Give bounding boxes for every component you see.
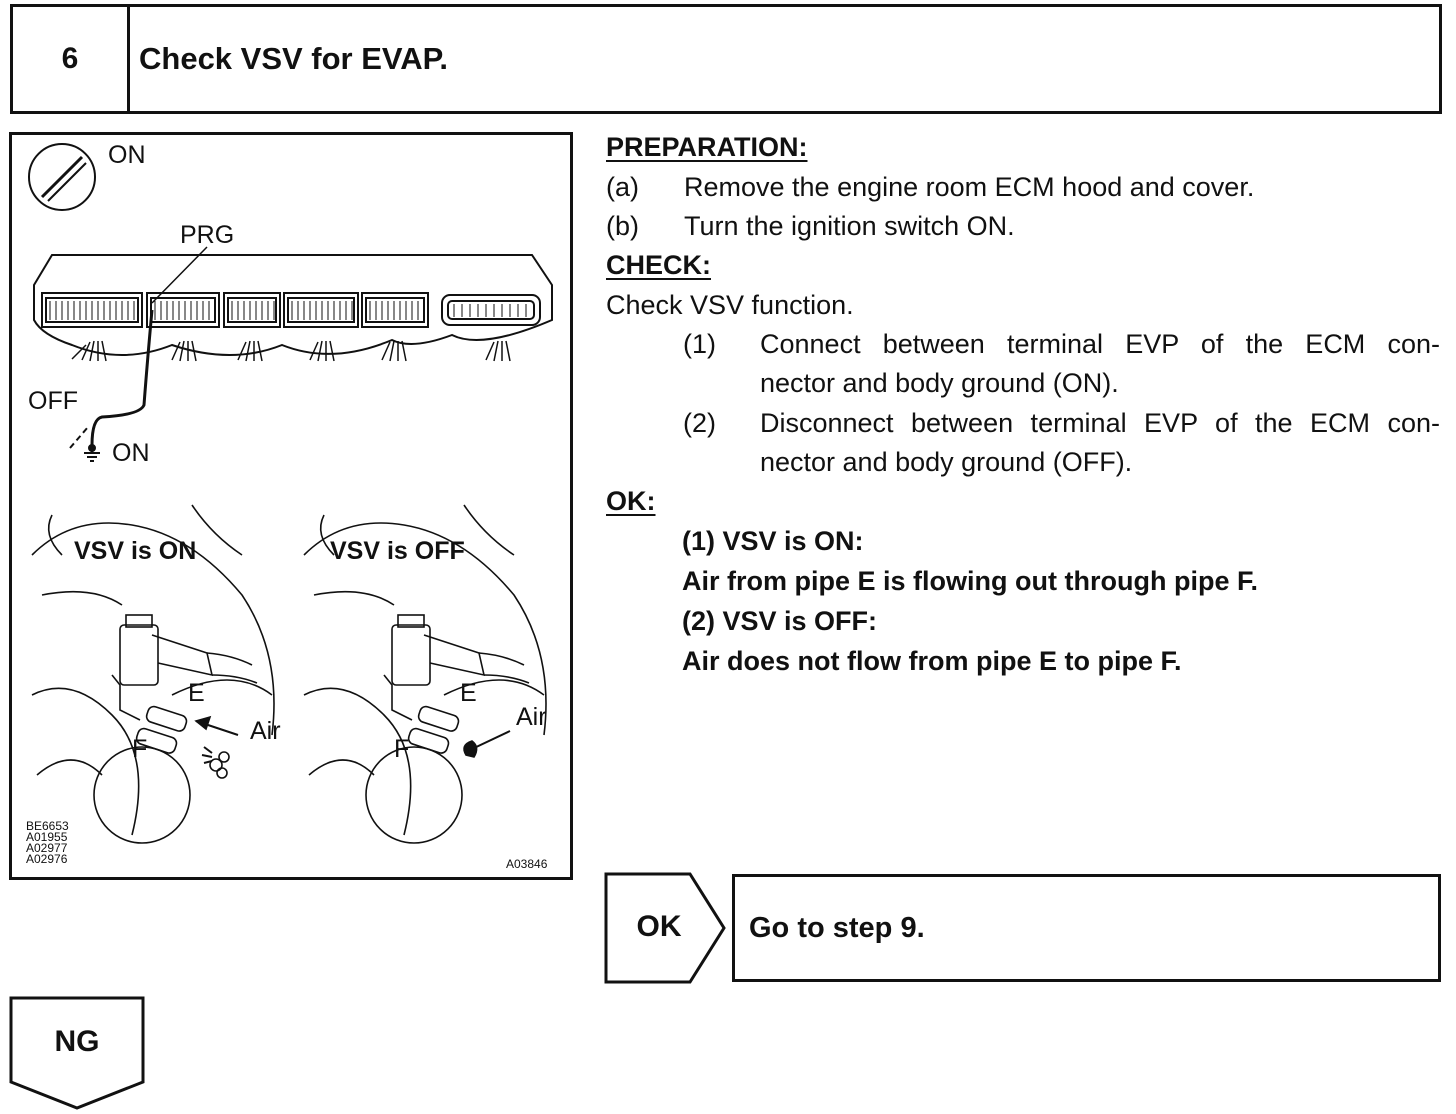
- vsv-on-sketch: [31, 504, 275, 844]
- left-pipe-e-label: E: [188, 679, 205, 707]
- ok-heading: OK:: [606, 486, 656, 516]
- check-text-1-line1: Connect between terminal EVP of the ECM …: [760, 329, 1440, 359]
- switch-on-label: ON: [112, 439, 150, 467]
- jumper-wire: [90, 309, 154, 446]
- right-pipe-f-label: F: [394, 735, 410, 763]
- switch-off-label: OFF: [28, 387, 78, 415]
- ok-line: (2) VSV is OFF:: [682, 606, 878, 636]
- check-marker-1: (1): [683, 329, 716, 359]
- right-pipe-e-label: E: [460, 679, 477, 707]
- ground-icon: [84, 448, 100, 462]
- check-intro: Check VSV function.: [606, 290, 854, 320]
- ecm-vsv-illustration: [28, 143, 553, 844]
- preparation-heading: PREPARATION:: [606, 132, 808, 162]
- ok-line: Air from pipe E is flowing out through p…: [682, 566, 1258, 596]
- ok-result-label: OK: [636, 910, 682, 943]
- prep-marker-b: (b): [606, 211, 639, 241]
- step-title: Check VSV for EVAP.: [139, 41, 448, 76]
- ng-arrow-shape: [9, 996, 145, 1110]
- ignition-on-label: ON: [108, 141, 146, 169]
- prep-text-b: Turn the ignition switch ON.: [684, 211, 1015, 241]
- figure-code: A02976: [26, 852, 68, 866]
- figure-code: A02977: [26, 841, 68, 855]
- left-air-label: Air: [250, 717, 281, 745]
- vsv-off-sketch: [303, 504, 547, 844]
- vsv-on-caption: VSV is ON: [74, 537, 197, 565]
- ng-result-label: NG: [54, 1025, 100, 1058]
- check-text-1-line2: nector and body ground (ON).: [760, 368, 1119, 398]
- check-text-2-line1: Disconnect between terminal EVP of the E…: [760, 408, 1440, 438]
- ok-line: (1) VSV is ON:: [682, 526, 864, 556]
- ecm-connectors: [41, 292, 541, 328]
- prg-terminal-label: PRG: [180, 221, 235, 249]
- right-air-label: Air: [516, 703, 547, 731]
- left-pipe-f-label: F: [132, 735, 148, 763]
- figure-code: BE6653: [26, 819, 69, 833]
- ecm-outline: [33, 254, 553, 356]
- ignition-switch-icon: [28, 143, 96, 211]
- vsv-off-caption: VSV is OFF: [330, 537, 465, 565]
- illustration-panel: ON PRG OFF ON VSV is ON VSV is OFF E F A…: [9, 132, 573, 880]
- ok-arrow-shape: [604, 872, 726, 984]
- prep-marker-a: (a): [606, 172, 639, 202]
- figure-codes: BE6653 A01955 A02977 A02976: [26, 819, 69, 866]
- figure-code: A01955: [26, 830, 68, 844]
- step-header: 6 Check VSV for EVAP.: [10, 4, 1442, 114]
- ok-action-text: Go to step 9.: [749, 911, 925, 944]
- step-number: 6: [13, 7, 130, 111]
- check-heading: CHECK:: [606, 250, 711, 280]
- ok-action-box: Go to step 9.: [732, 874, 1441, 982]
- figure-code-right: A03846: [506, 857, 548, 871]
- check-text-2-line2: nector and body ground (OFF).: [760, 447, 1133, 477]
- check-marker-2: (2): [683, 408, 716, 438]
- ok-line: Air does not flow from pipe E to pipe F.: [682, 646, 1182, 676]
- prep-text-a: Remove the engine room ECM hood and cove…: [684, 172, 1255, 202]
